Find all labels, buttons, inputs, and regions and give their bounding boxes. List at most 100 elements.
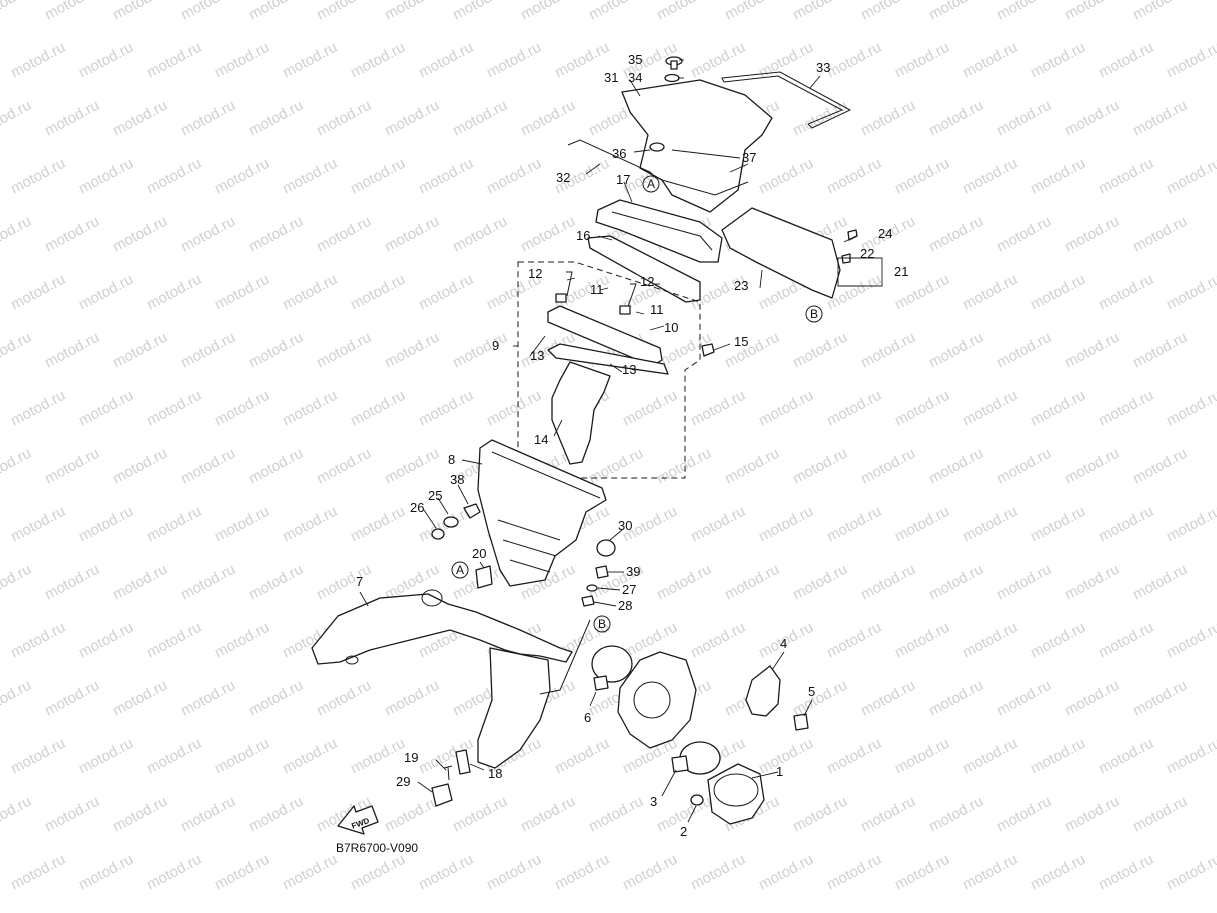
callout-29: 29 — [396, 774, 410, 789]
part-30-clamp — [596, 539, 616, 557]
callout-36: 36 — [612, 146, 626, 161]
callout-24: 24 — [878, 226, 892, 241]
watermark-text: motod.ru — [8, 39, 68, 82]
callout-10: 10 — [664, 320, 678, 335]
watermark-text: motod.ru — [892, 155, 952, 198]
callout-4: 4 — [780, 636, 787, 651]
callout-16: 16 — [576, 228, 590, 243]
watermark-text: motod.ru — [8, 271, 68, 314]
watermark-text: motod.ru — [382, 97, 442, 140]
callout-12b: 12 — [640, 274, 654, 289]
watermark-text: motod.ru — [246, 213, 306, 256]
watermark-text: motod.ru — [246, 677, 306, 720]
watermark-text: motod.ru — [416, 851, 476, 894]
watermark-text: motod.ru — [552, 851, 612, 894]
watermark-text: motod.ru — [926, 445, 986, 488]
callout-11b: 11 — [650, 302, 664, 317]
watermark-text: motod.ru — [1062, 677, 1122, 720]
watermark-text: motod.ru — [178, 97, 238, 140]
watermark-text: motod.ru — [1028, 155, 1088, 198]
watermark-text: motod.ru — [348, 387, 408, 430]
watermark-text: motod.ru — [42, 0, 102, 24]
part-6-clamp — [591, 645, 633, 683]
watermark-text: motod.ru — [348, 39, 408, 82]
watermark-text: motod.ru — [0, 0, 34, 24]
watermark-text: motod.ru — [1062, 445, 1122, 488]
watermark-text: motod.ru — [994, 0, 1054, 24]
watermark-text: motod.ru — [994, 561, 1054, 604]
watermark-text: motod.ru — [960, 387, 1020, 430]
watermark-text: motod.ru — [824, 619, 884, 662]
watermark-text: motod.ru — [0, 97, 34, 140]
watermark-text: motod.ru — [178, 445, 238, 488]
watermark-text: motod.ru — [110, 561, 170, 604]
watermark-text: motod.ru — [76, 39, 136, 82]
watermark-text: motod.ru — [8, 387, 68, 430]
watermark-text: motod.ru — [144, 851, 204, 894]
watermark-text: motod.ru — [1164, 619, 1217, 662]
watermark-text: motod.ru — [382, 213, 442, 256]
callout-39: 39 — [626, 564, 640, 579]
watermark-text: motod.ru — [824, 735, 884, 778]
callout-15: 15 — [734, 334, 748, 349]
watermark-text: motod.ru — [484, 39, 544, 82]
watermark-text: motod.ru — [110, 0, 170, 24]
watermark-text: motod.ru — [960, 503, 1020, 546]
watermark-text: motod.ru — [110, 677, 170, 720]
watermark-text: motod.ru — [790, 677, 850, 720]
watermark-text: motod.ru — [1164, 39, 1217, 82]
watermark-text: motod.ru — [246, 0, 306, 24]
watermark-text: motod.ru — [246, 445, 306, 488]
watermark-text: motod.ru — [892, 851, 952, 894]
watermark-text: motod.ru — [416, 271, 476, 314]
watermark-text: motod.ru — [518, 213, 578, 256]
watermark-text: motod.ru — [756, 851, 816, 894]
watermark-text: motod.ru — [994, 97, 1054, 140]
watermark-text: motod.ru — [178, 677, 238, 720]
watermark-text: motod.ru — [960, 39, 1020, 82]
watermark-text: motod.ru — [518, 793, 578, 836]
watermark-text: motod.ru — [892, 503, 952, 546]
watermark-text: motod.ru — [0, 329, 34, 372]
watermark-text: motod.ru — [42, 561, 102, 604]
part-7-duct-tab — [345, 655, 359, 665]
watermark-text: motod.ru — [280, 387, 340, 430]
watermark-text: motod.ru — [212, 619, 272, 662]
watermark-text: motod.ru — [1164, 503, 1217, 546]
watermark-text: motod.ru — [1130, 445, 1190, 488]
part-throttle-body — [617, 651, 697, 749]
watermark-text: motod.ru — [1028, 271, 1088, 314]
watermark-text: motod.ru — [858, 445, 918, 488]
ref-mark-a-bottom-ring — [451, 561, 469, 579]
watermark-text: motod.ru — [212, 851, 272, 894]
ref-mark-a-top-ring — [642, 175, 660, 193]
part-8-airbox-ribs — [491, 451, 601, 573]
watermark-text: motod.ru — [178, 329, 238, 372]
watermark-text: motod.ru — [76, 503, 136, 546]
watermark-text: motod.ru — [654, 561, 714, 604]
part-37-cover-lip — [661, 149, 749, 196]
watermark-text: motod.ru — [144, 387, 204, 430]
watermark-text: motod.ru — [0, 793, 34, 836]
watermark-text: motod.ru — [144, 735, 204, 778]
part-24-screw — [847, 229, 858, 241]
part-14-funnel — [551, 361, 611, 465]
part-31-cover — [621, 79, 773, 213]
watermark-text: motod.ru — [790, 445, 850, 488]
watermark-text: motod.ru — [790, 0, 850, 24]
part-10-frame — [547, 305, 663, 367]
watermark-text: motod.ru — [756, 735, 816, 778]
watermark-text: motod.ru — [1164, 387, 1217, 430]
watermark-text: motod.ru — [42, 213, 102, 256]
watermark-text: motod.ru — [926, 677, 986, 720]
watermark-text: motod.ru — [620, 851, 680, 894]
part-15-screw — [701, 343, 715, 357]
callout-23: 23 — [734, 278, 748, 293]
watermark-text: motod.ru — [1130, 793, 1190, 836]
watermark-text: motod.ru — [518, 0, 578, 24]
part-1-joint-flange — [713, 773, 759, 807]
part-38-bolt — [463, 503, 481, 519]
watermark-text: motod.ru — [790, 561, 850, 604]
watermark-text: motod.ru — [110, 793, 170, 836]
watermark-text: motod.ru — [1062, 329, 1122, 372]
